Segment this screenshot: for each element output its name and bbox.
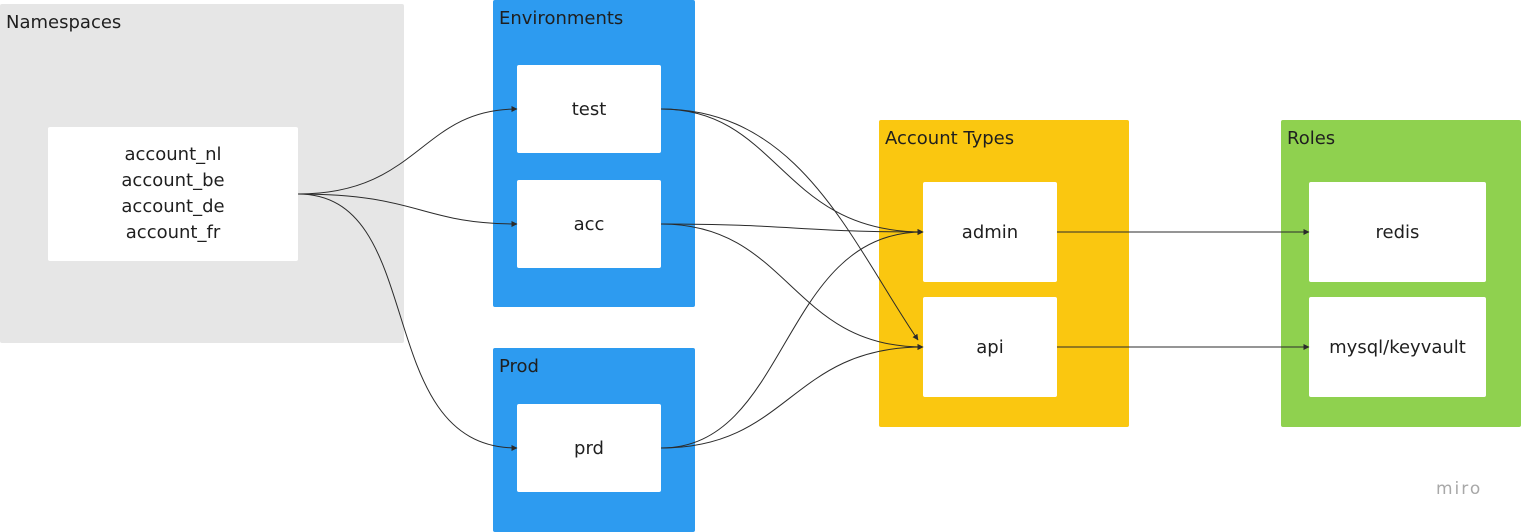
test-node[interactable]: test <box>517 65 661 153</box>
admin-node-label: admin <box>961 221 1019 243</box>
mysql-keyvault-node[interactable]: mysql/keyvault <box>1309 297 1486 397</box>
prod-group-title: Prod <box>499 356 539 377</box>
redis-node-label: redis <box>1375 221 1420 243</box>
api-node[interactable]: api <box>923 297 1057 397</box>
namespaces-node[interactable]: account_nl account_be account_de account… <box>48 127 298 261</box>
api-node-label: api <box>976 336 1004 358</box>
namespace-label-nl: account_nl <box>124 144 222 165</box>
acc-node[interactable]: acc <box>517 180 661 268</box>
namespace-label-be: account_be <box>121 170 225 191</box>
account-types-group-title: Account Types <box>885 128 1015 149</box>
mysql-keyvault-node-label: mysql/keyvault <box>1329 336 1466 358</box>
roles-group-title: Roles <box>1287 128 1336 149</box>
prd-node[interactable]: prd <box>517 404 661 492</box>
miro-watermark: miro <box>1436 479 1483 499</box>
prd-node-label: prd <box>574 437 604 459</box>
acc-node-label: acc <box>573 213 605 235</box>
namespaces-group-title: Namespaces <box>6 12 122 33</box>
redis-node[interactable]: redis <box>1309 182 1486 282</box>
admin-node[interactable]: admin <box>923 182 1057 282</box>
test-node-label: test <box>571 98 607 120</box>
namespace-label-de: account_de <box>121 196 225 217</box>
namespace-label-fr: account_fr <box>125 222 221 243</box>
environments-group-title: Environments <box>499 8 624 29</box>
